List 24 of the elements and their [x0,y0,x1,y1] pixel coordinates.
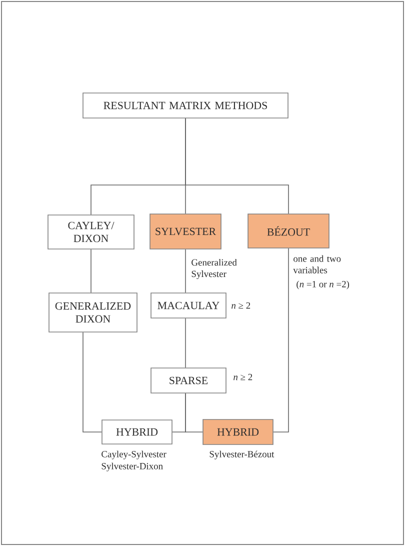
connector-line [90,249,92,293]
connector-line [185,393,203,432]
method-box: RESULTANT MATRIX METHODS [82,92,288,118]
method-box: CAYLEY/ DIXON [48,214,134,250]
connector-line [82,332,102,432]
connector-line [185,118,289,214]
method-box: MACAULAY [150,292,226,318]
annotation-text: n ≥ 2 [232,302,250,309]
annotation-text: (n =1 or n =2) [296,280,350,290]
method-box: HYBRID [202,419,274,445]
method-box: HYBRID [102,420,172,444]
method-box: SYLVESTER [150,214,222,250]
connector-line [185,318,186,368]
method-box: GENERALIZED DIXON [48,292,138,332]
edge-label: Generalized Sylvester [190,258,246,280]
method-box: BÉZOUT [248,214,330,248]
annotation-text: Cayley-Sylvester [102,450,166,460]
annotation-text: one and two variables [293,255,341,274]
connector-line [273,248,289,432]
method-box: SPARSE [150,368,226,394]
annotation-text: Sylvester-Bézout [210,450,274,460]
annotation-text: n ≥ 2 [234,374,252,380]
annotation-text: Sylvester-Dixon [102,462,163,472]
connector-line [185,249,186,293]
